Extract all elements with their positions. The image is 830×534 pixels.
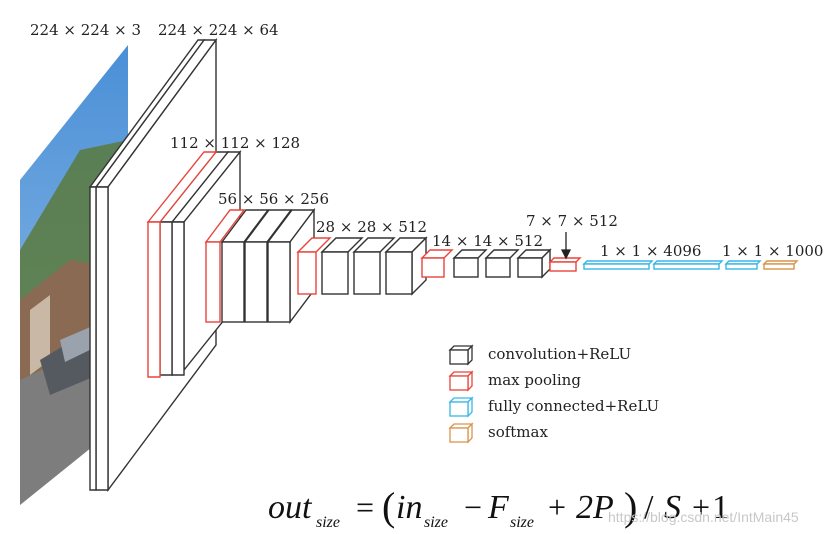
legend: convolution+ReLU max pooling fully conne… bbox=[448, 344, 659, 444]
formula-one: 1 bbox=[712, 489, 729, 526]
output-size-formula: out size = ( in size − F size + 2P ) / S… bbox=[268, 484, 729, 531]
dim-input: 224 × 224 × 3 bbox=[30, 21, 141, 39]
formula-out-sub: size bbox=[316, 514, 340, 531]
formula-2P: 2P bbox=[576, 489, 614, 526]
formula-plus2: + bbox=[692, 489, 710, 525]
dim-conv2: 112 × 112 × 128 bbox=[170, 134, 300, 152]
dim-pool5: 7 × 7 × 512 bbox=[526, 212, 618, 230]
formula-minus: − bbox=[464, 489, 482, 525]
formula-F-sub: size bbox=[510, 514, 534, 531]
conv5-block bbox=[420, 248, 552, 279]
dim-fc: 1 × 1 × 4096 bbox=[600, 242, 701, 260]
pool5-arrow bbox=[560, 232, 572, 260]
legend-item-conv: convolution+ReLU bbox=[448, 344, 631, 366]
legend-label-fc: fully connected+ReLU bbox=[488, 397, 659, 415]
formula-in: in bbox=[396, 489, 422, 526]
softmax-layer bbox=[762, 260, 799, 270]
formula-slash: / bbox=[644, 489, 654, 526]
pool-swatch-icon bbox=[448, 370, 474, 392]
watermark: https://blog.csdn.net/IntMain45 bbox=[608, 509, 799, 525]
dim-conv4: 28 × 28 × 512 bbox=[316, 218, 427, 236]
legend-item-softmax: softmax bbox=[448, 422, 548, 444]
formula-F: F bbox=[487, 489, 510, 526]
legend-label-pool: max pooling bbox=[488, 371, 581, 389]
legend-item-pool: max pooling bbox=[448, 370, 581, 392]
formula-plus: + bbox=[548, 489, 566, 525]
formula-lparen: ( bbox=[382, 484, 395, 529]
dim-conv5: 14 × 14 × 512 bbox=[432, 232, 543, 250]
softmax-swatch-icon bbox=[448, 422, 474, 444]
dim-softmax: 1 × 1 × 1000 bbox=[722, 242, 823, 260]
formula-S: S bbox=[664, 489, 681, 526]
fc-layers bbox=[582, 260, 762, 270]
fc-swatch-icon bbox=[448, 396, 474, 418]
legend-item-fc: fully connected+ReLU bbox=[448, 396, 659, 418]
legend-label-softmax: softmax bbox=[488, 423, 548, 441]
conv4-block bbox=[296, 236, 428, 296]
formula-in-sub: size bbox=[424, 514, 448, 531]
conv-swatch-icon bbox=[448, 344, 474, 366]
dim-conv3: 56 × 56 × 256 bbox=[218, 190, 329, 208]
formula-eq: = bbox=[356, 489, 374, 525]
pool5-block bbox=[548, 257, 582, 272]
dim-conv1: 224 × 224 × 64 bbox=[158, 21, 279, 39]
formula-rparen: ) bbox=[624, 484, 637, 529]
legend-label-conv: convolution+ReLU bbox=[488, 345, 631, 363]
formula-out: out bbox=[268, 489, 313, 526]
